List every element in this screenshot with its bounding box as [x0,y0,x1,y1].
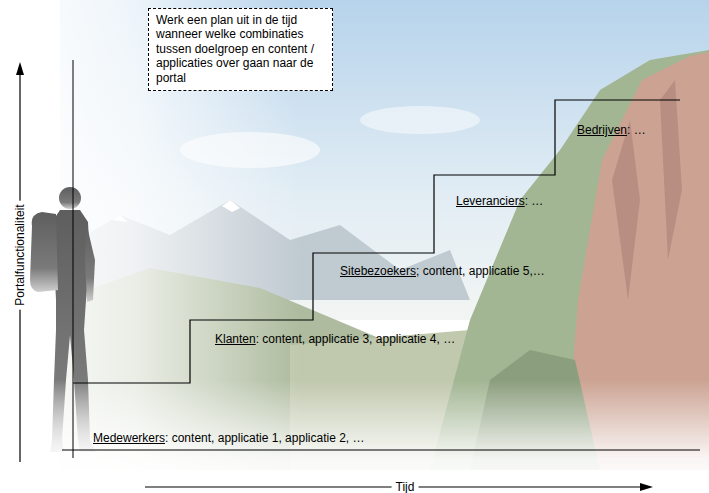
audience-items: : content, applicatie 1, applicatie 2, … [165,431,364,445]
note-box: Werk een plan uit in de tijd wanneer wel… [148,8,333,91]
step-label: Medewerkers: content, applicatie 1, appl… [93,431,364,445]
audience-name: Medewerkers [93,431,165,445]
audience-name: Klanten [215,332,256,346]
audience-items: : content, applicatie 3, applicatie 4, … [256,332,455,346]
audience-items: : … [627,123,646,137]
step-label: Sitebezoekers; content, applicatie 5,… [340,264,545,278]
x-axis [62,450,700,451]
y-axis [73,60,74,458]
audience-items: : … [525,194,544,208]
audience-name: Sitebezoekers [340,264,416,278]
step-label: Klanten: content, applicatie 3, applicat… [215,332,455,346]
cloud [360,106,480,134]
cliff-streak [612,80,682,300]
audience-items: ; content, applicatie 5,… [416,264,545,278]
audience-name: Bedrijven [577,123,627,137]
axis-title: Portalfunctionaliteit [13,200,27,309]
arrow-head [640,483,653,491]
staircase-line [73,100,680,383]
axis-title: Tijd [392,480,419,493]
step-label: Leveranciers: … [456,194,543,208]
axis-label: Portalfunctionaliteit [13,204,27,305]
fade-overlay [0,380,709,493]
axis-label: Tijd [396,480,415,493]
step-label: Bedrijven: … [577,123,646,137]
note-text: Werk een plan uit in de tijd wanneer wel… [156,13,325,85]
arrow-head [16,62,24,75]
audience-name: Leveranciers [456,194,525,208]
